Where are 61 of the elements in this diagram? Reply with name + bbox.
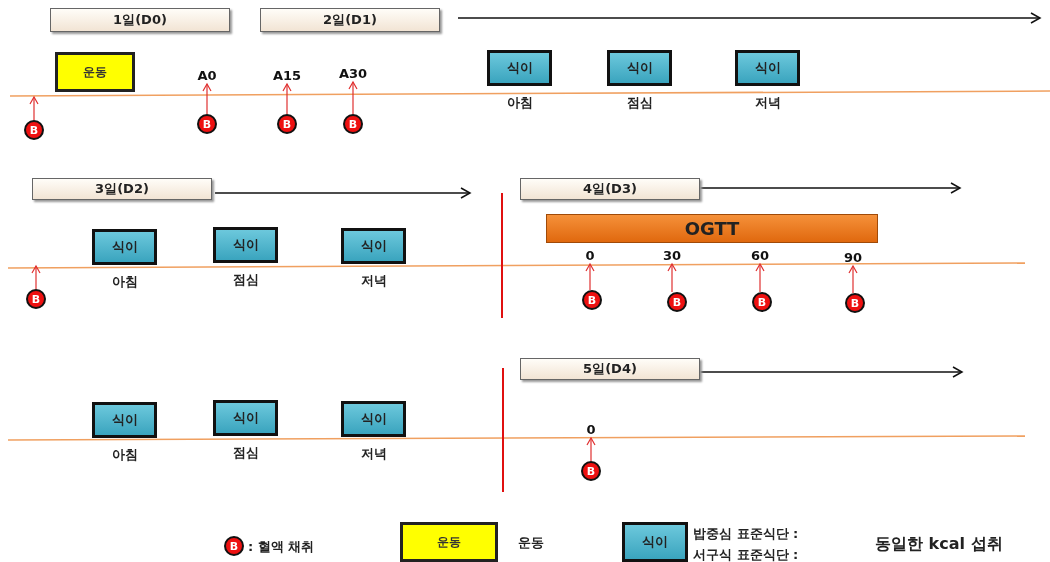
arrow bbox=[585, 263, 595, 291]
day-box: 5일(D4) bbox=[520, 358, 700, 380]
arrow bbox=[848, 265, 858, 294]
meal-box: 식이 bbox=[487, 50, 552, 86]
meal-symbol: 식이 bbox=[622, 522, 688, 562]
meal-box: 식이 bbox=[735, 50, 800, 86]
arrow bbox=[31, 265, 41, 290]
arrow bbox=[282, 83, 292, 115]
exercise-symbol: 운동 bbox=[400, 522, 498, 562]
arrow bbox=[586, 437, 596, 462]
meal-time-label: 아침 bbox=[111, 446, 138, 464]
meal-time-label: 점심 bbox=[626, 94, 653, 112]
ogtt-bar: OGTT bbox=[546, 214, 878, 243]
legend-text: : 혈액 채취 bbox=[248, 538, 315, 556]
arrow bbox=[755, 263, 765, 293]
meal-time-label: 저녁 bbox=[360, 272, 387, 290]
meal-time-label: 아침 bbox=[506, 94, 533, 112]
time-point-label: 30 bbox=[659, 247, 685, 264]
meal-time-label: 아침 bbox=[111, 273, 138, 291]
meal-box: 식이 bbox=[92, 402, 157, 438]
time-point-label: 60 bbox=[747, 247, 773, 264]
blood-sample-marker: B bbox=[277, 114, 297, 134]
meal-box: 식이 bbox=[341, 228, 406, 264]
time-point-label: A15 bbox=[268, 66, 306, 84]
arrow bbox=[202, 83, 212, 115]
note-text: 동일한 kcal 섭취 bbox=[875, 534, 1003, 555]
meal-time-label: 점심 bbox=[232, 271, 259, 289]
arrow bbox=[667, 263, 677, 293]
meal-box: 식이 bbox=[341, 401, 406, 437]
meal-box: 식이 bbox=[213, 400, 278, 436]
blood-sample-marker: B bbox=[582, 290, 602, 310]
meal-box: 식이 bbox=[607, 50, 672, 86]
time-point-label: 90 bbox=[840, 249, 866, 266]
meal-box: 식이 bbox=[213, 227, 278, 263]
blood-sample-marker: B bbox=[197, 114, 217, 134]
blood-sample-marker: B bbox=[581, 461, 601, 481]
blood-sample-marker: B bbox=[26, 289, 46, 309]
legend-text: 밥중심 표준식단 : bbox=[693, 525, 799, 543]
blood-sample-marker: B bbox=[667, 292, 687, 312]
day-box: 4일(D3) bbox=[520, 178, 700, 200]
meal-time-label: 점심 bbox=[232, 444, 259, 462]
time-point-label: 0 bbox=[581, 421, 601, 438]
time-point-label: 0 bbox=[578, 247, 602, 264]
arrow bbox=[348, 81, 358, 115]
arrow bbox=[29, 96, 39, 121]
blood-sample-marker: B bbox=[343, 114, 363, 134]
time-point-label: A30 bbox=[334, 64, 372, 82]
legend-text: 서구식 표준식단 : bbox=[693, 546, 799, 562]
blood-sample-symbol: B bbox=[224, 536, 244, 556]
legend-text: 운동 bbox=[518, 534, 544, 552]
blood-sample-marker: B bbox=[24, 120, 44, 140]
day-box: 3일(D2) bbox=[32, 178, 212, 200]
meal-box: 식이 bbox=[92, 229, 157, 265]
day-box: 2일(D1) bbox=[260, 8, 440, 32]
day-box: 1일(D0) bbox=[50, 8, 230, 32]
exercise-box: 운동 bbox=[55, 52, 135, 92]
blood-sample-marker: B bbox=[845, 293, 865, 313]
meal-time-label: 저녁 bbox=[754, 94, 781, 112]
meal-time-label: 저녁 bbox=[360, 445, 387, 463]
blood-sample-marker: B bbox=[752, 292, 772, 312]
time-point-label: A0 bbox=[190, 66, 224, 84]
